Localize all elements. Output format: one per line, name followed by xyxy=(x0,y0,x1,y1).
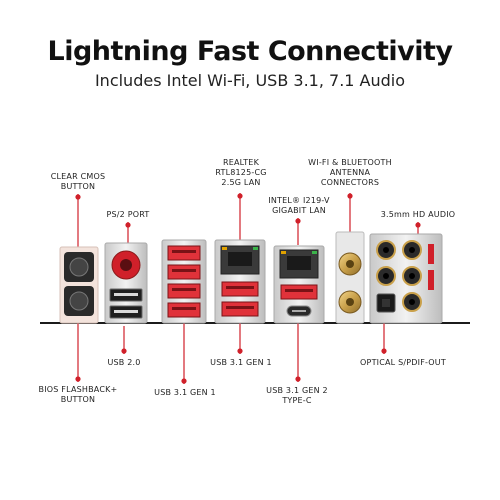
clear-cmos-label-line1: CLEAR CMOS xyxy=(50,172,106,181)
bios-flashback-label-line2: BUTTON xyxy=(60,395,96,404)
wifi-bt-label-line1: WI-FI & BLUETOOTH xyxy=(308,158,392,167)
usb31-gen1-mid-label: USB 3.1 GEN 1 xyxy=(210,358,272,367)
wifi-bt-label-line2: ANTENNA xyxy=(329,168,371,177)
realtek-lan-label-line1: REALTEK xyxy=(222,158,260,167)
optical-label: OPTICAL S/PDIF-OUT xyxy=(360,358,446,367)
usb31-gen2-label: USB 3.1 GEN 2 TYPE-C xyxy=(262,386,332,406)
intel-lan-label: INTEL® I219-V GIGABIT LAN xyxy=(264,196,334,216)
intel-lan-module xyxy=(273,245,325,324)
intel-lan-label-line1: INTEL® I219-V xyxy=(268,196,330,205)
bios-flashback-label-line1: BIOS FLASHBACK+ xyxy=(38,385,118,394)
hd-audio-label: 3.5mm HD AUDIO xyxy=(380,210,456,219)
intel-lan-label-line2: GIGABIT LAN xyxy=(272,206,326,215)
page-subtitle: Includes Intel Wi-Fi, USB 3.1, 7.1 Audio xyxy=(94,71,406,90)
usb31-gen2-label-line1: USB 3.1 GEN 2 xyxy=(266,386,328,395)
usb31-gen1-left-label: USB 3.1 GEN 1 xyxy=(154,388,216,397)
page-title: Lightning Fast Connectivity xyxy=(47,36,453,67)
wifi-bt-label: WI-FI & BLUETOOTH ANTENNA CONNECTORS xyxy=(305,158,395,188)
realtek-lan-label: REALTEK RTL8125-CG 2.5G LAN xyxy=(210,158,272,188)
realtek-lan-label-line2: RTL8125-CG xyxy=(215,168,267,177)
realtek-lan-label-line3: 2.5G LAN xyxy=(221,178,261,187)
wifi-bt-label-line3: CONNECTORS xyxy=(320,178,380,187)
ps2-port-label: PS/2 PORT xyxy=(106,210,150,219)
antenna-module xyxy=(335,231,365,324)
clear-cmos-label: CLEAR CMOS BUTTON xyxy=(48,172,108,192)
bios-flashback-button[interactable] xyxy=(69,291,89,311)
clear-cmos-button[interactable] xyxy=(69,257,89,277)
ps2-usb20-module xyxy=(104,242,148,324)
usb31-gen2-label-line2: TYPE-C xyxy=(282,396,312,405)
usb20-label: USB 2.0 xyxy=(107,358,141,367)
button-module xyxy=(59,246,99,324)
clear-cmos-label-line2: BUTTON xyxy=(60,182,96,191)
bios-flashback-label: BIOS FLASHBACK+ BUTTON xyxy=(38,385,118,405)
realtek-lan-module xyxy=(214,239,266,324)
audio-module xyxy=(369,233,443,324)
usb31-gen1-stack xyxy=(161,239,207,324)
